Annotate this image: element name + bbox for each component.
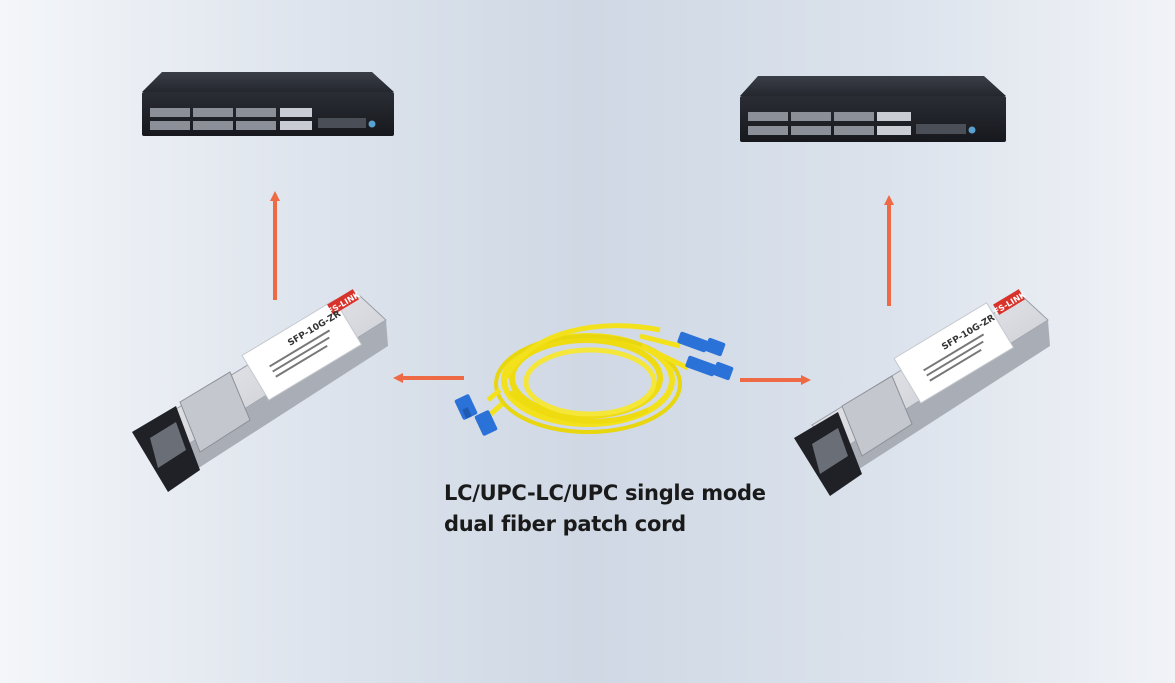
brand-label-right xyxy=(993,289,1025,315)
fiber-patch-cord xyxy=(482,323,690,434)
lc-connector-right xyxy=(677,331,734,381)
caption-line-1: LC/UPC-LC/UPC single mode xyxy=(444,481,766,505)
sfp-port-block-right xyxy=(748,112,874,135)
network-switch-right xyxy=(740,76,1006,142)
status-light-icon xyxy=(368,120,376,128)
caption-line-2: dual fiber patch cord xyxy=(444,512,686,536)
status-light-icon xyxy=(968,126,976,134)
lc-connector-left xyxy=(454,394,498,436)
sfp-port-block-left xyxy=(150,108,276,130)
patch-cord-caption: LC/UPC-LC/UPC single mode dual fiber pat… xyxy=(444,478,784,540)
sfp-module-left: FS-LINK SFP-10G-ZR xyxy=(132,289,388,492)
rj45-port-block-left xyxy=(280,108,312,130)
sfp-module-right: FS-LINK SFP-10G-ZR xyxy=(794,289,1050,496)
network-switch-left xyxy=(142,72,394,136)
brand-label-left xyxy=(327,289,359,315)
rj45-port-block-right xyxy=(877,112,911,135)
